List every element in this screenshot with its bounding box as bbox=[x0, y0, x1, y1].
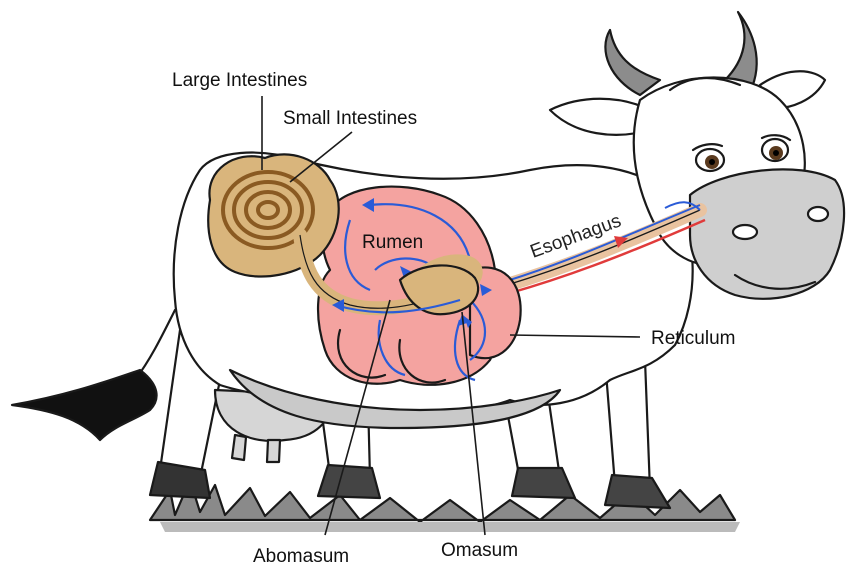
left-horn bbox=[605, 30, 660, 95]
label-reticulum: Reticulum bbox=[651, 328, 735, 349]
nostril-right bbox=[808, 207, 828, 221]
label-abomasum: Abomasum bbox=[253, 546, 349, 567]
tail-tuft bbox=[12, 370, 157, 440]
tail bbox=[12, 310, 175, 440]
nostril-left bbox=[733, 225, 757, 239]
label-small-intestines: Small Intestines bbox=[283, 108, 417, 129]
label-omasum: Omasum bbox=[441, 540, 518, 561]
muzzle bbox=[690, 169, 844, 298]
label-large-intestines: Large Intestines bbox=[172, 70, 307, 91]
label-rumen: Rumen bbox=[362, 232, 423, 253]
